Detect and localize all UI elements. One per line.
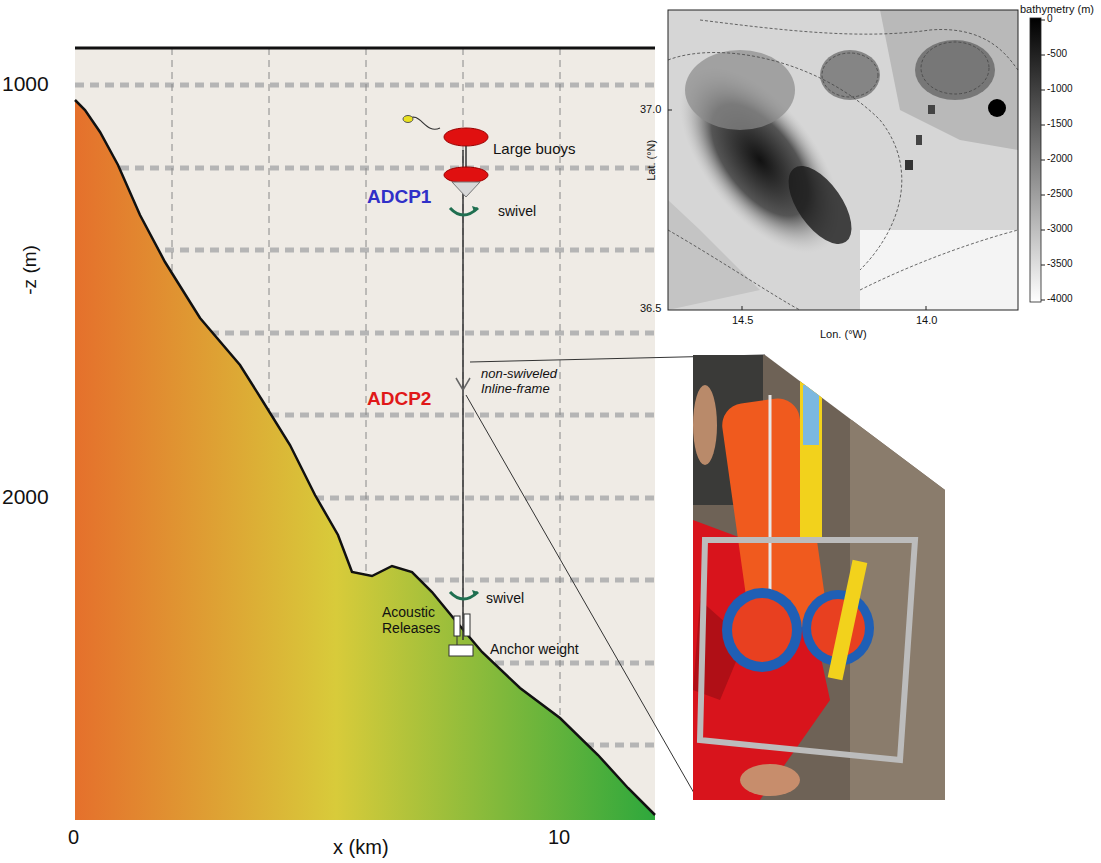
- part-name: swivel: [486, 590, 524, 606]
- acoustic-release: [454, 616, 460, 636]
- colorbar-tick: -2500: [1047, 188, 1073, 200]
- axis-title: -z (m): [19, 245, 41, 295]
- colorbar-tick: -3500: [1047, 258, 1073, 270]
- photo: [693, 355, 945, 800]
- map-tick: 36.5: [640, 302, 661, 315]
- bathymetry-map: [649, 10, 1018, 310]
- buoy: [444, 128, 488, 146]
- colorbar-title: bathymetry (m): [1020, 3, 1094, 16]
- colorbar-tick: -2000: [1047, 153, 1073, 165]
- instrument-name: ADCP1: [367, 186, 431, 208]
- map-ticks: [668, 110, 926, 310]
- anchor-link: [457, 636, 458, 645]
- anchor-weight: [449, 645, 473, 656]
- colorbar: [1030, 18, 1041, 302]
- axis-tick: 2000: [2, 485, 49, 509]
- seafloor-profile: [75, 100, 655, 815]
- map-axis-title: Lat. (°N): [646, 139, 659, 180]
- axis-title: x (km): [333, 836, 389, 859]
- axis-tick: 0: [68, 826, 79, 849]
- part-name: Acoustic Releases: [382, 604, 452, 636]
- acoustic-release: [464, 614, 470, 636]
- buoy: [444, 167, 488, 183]
- swivel-symbol: [472, 206, 478, 212]
- adcp1-head: [452, 182, 480, 197]
- colorbar-tick: -500: [1047, 48, 1067, 60]
- axis-tick: 10: [548, 826, 570, 849]
- small-float: [403, 116, 413, 123]
- map-tick: 14.5: [732, 314, 753, 327]
- colorbar-tick: 0: [1047, 13, 1053, 25]
- axis-tick: 1000: [2, 72, 49, 96]
- colorbar-tick: -4000: [1047, 293, 1073, 305]
- map-tick: 14.0: [916, 314, 937, 327]
- colorbar-ticks: [1041, 20, 1045, 300]
- colorbar-tick: -1000: [1047, 83, 1073, 95]
- part-name: non-swiveled Inline-frame: [481, 367, 573, 397]
- instrument-name: ADCP2: [367, 388, 431, 410]
- seafloor: [75, 100, 655, 820]
- map-axis-title: Lon. (°W): [820, 328, 867, 341]
- part-name: Anchor weight: [490, 641, 579, 657]
- part-name: swivel: [498, 203, 536, 219]
- mooring-line: [462, 150, 464, 640]
- part-name: Large buoys: [493, 140, 576, 157]
- top-border: [75, 47, 655, 50]
- map-tick: 37.0: [640, 103, 661, 116]
- buoy-link: [465, 146, 467, 168]
- colorbar-tick: -3000: [1047, 223, 1073, 235]
- colorbar-tick: -1500: [1047, 118, 1073, 130]
- inline-frame: [456, 378, 470, 390]
- panel-ground: [75, 48, 655, 820]
- swivel-symbol: [472, 590, 478, 596]
- leader-line: [466, 395, 698, 800]
